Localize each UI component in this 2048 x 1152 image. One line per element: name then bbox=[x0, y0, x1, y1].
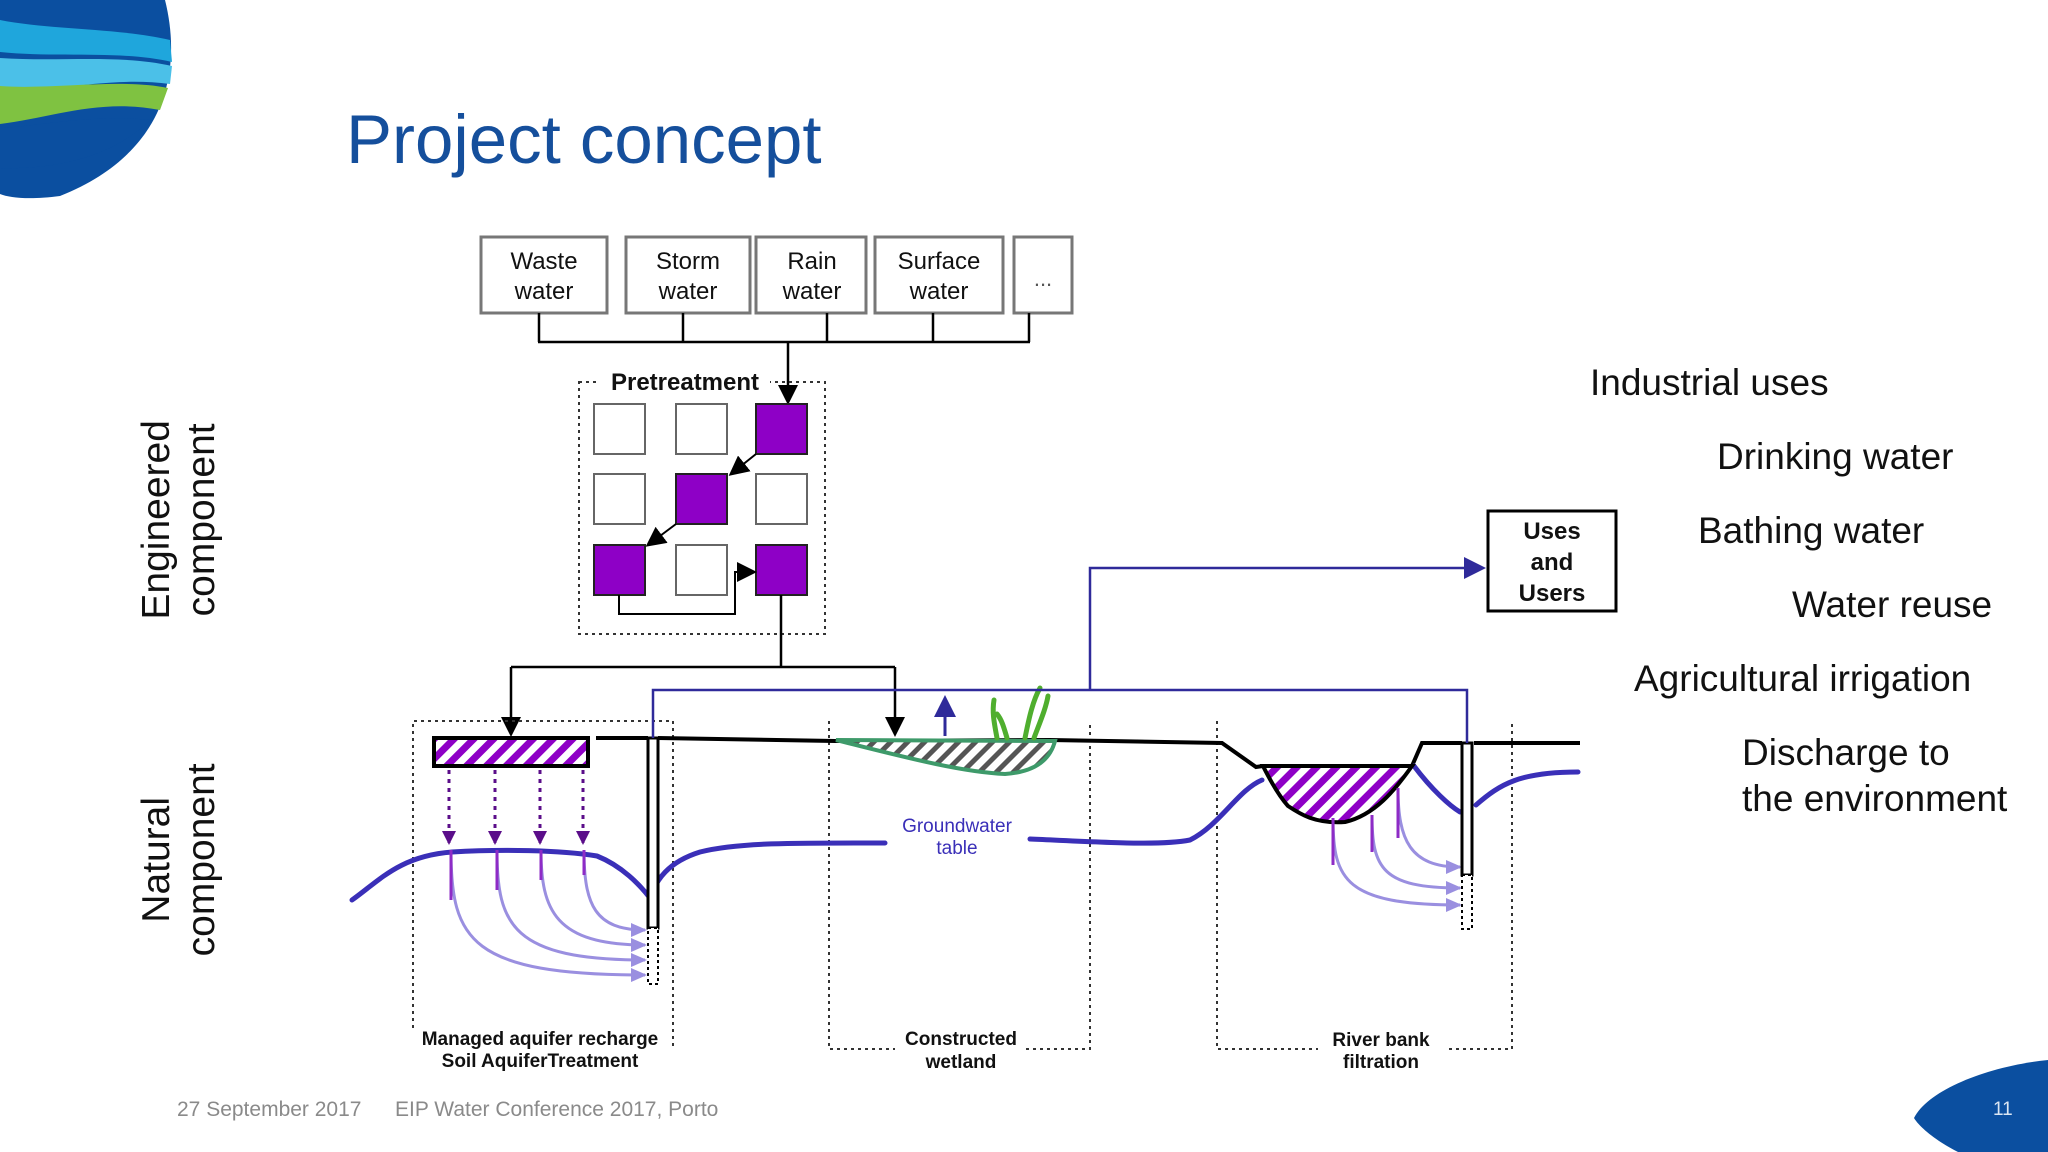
uses-box-label: Uses bbox=[1523, 518, 1580, 545]
caption-riverbank-line2: filtration bbox=[1343, 1052, 1419, 1073]
uses-and-users-box: Uses and Users bbox=[1486, 509, 1618, 613]
use-reuse: Water reuse bbox=[1792, 584, 1993, 625]
source-label: water bbox=[909, 278, 969, 305]
constructed-wetland bbox=[835, 685, 1058, 777]
page-title: Project concept bbox=[346, 101, 822, 178]
use-industrial: Industrial uses bbox=[1590, 362, 1829, 403]
source-label: water bbox=[514, 278, 574, 305]
source-label: Waste bbox=[510, 248, 577, 275]
source-label: ... bbox=[1034, 266, 1052, 291]
source-label: water bbox=[782, 278, 842, 305]
river-bank-basin bbox=[1259, 764, 1416, 825]
source-label: Surface bbox=[898, 248, 981, 275]
pretreatment-label: Pretreatment bbox=[611, 369, 759, 396]
caption-riverbank: River bank filtration bbox=[1318, 1030, 1448, 1073]
corner-swoosh-icon bbox=[1914, 1060, 2048, 1152]
caption-wetland-line2: wetland bbox=[925, 1052, 997, 1073]
mar-infiltration-basin bbox=[432, 736, 590, 845]
groundwater-label: Groundwater bbox=[902, 816, 1013, 837]
caption-riverbank-line1: River bank bbox=[1332, 1030, 1430, 1051]
uses-box-label: and bbox=[1531, 549, 1574, 576]
source-box-storm-water: Storm water bbox=[624, 235, 752, 315]
source-box-rain-water: Rain water bbox=[754, 235, 868, 315]
use-discharge-line2: the environment bbox=[1742, 778, 2008, 820]
groundwater-label: table bbox=[936, 838, 977, 859]
mar-extraction-well bbox=[646, 736, 660, 985]
uses-box-label: Users bbox=[1519, 580, 1586, 607]
mar-recovery-flows bbox=[449, 849, 647, 982]
source-box-more: ... bbox=[1012, 235, 1074, 315]
footer-date: 27 September 2017 bbox=[177, 1098, 362, 1121]
system-frames bbox=[412, 720, 1513, 1050]
source-label: Storm bbox=[656, 248, 720, 275]
footer-event: EIP Water Conference 2017, Porto bbox=[395, 1098, 719, 1121]
groundwater-table bbox=[349, 763, 1581, 904]
pretreatment-box: Pretreatment bbox=[578, 369, 826, 635]
use-discharge: Discharge to the environment bbox=[1742, 730, 2007, 823]
source-label: Rain bbox=[787, 248, 836, 275]
river-bank-flows bbox=[1331, 787, 1462, 912]
caption-wetland-line1: Constructed bbox=[905, 1029, 1017, 1050]
logo-swoosh-icon bbox=[0, 0, 172, 199]
recovered-water-lines bbox=[651, 557, 1486, 743]
source-box-waste-water: Waste water bbox=[479, 235, 609, 315]
caption-wetland: Constructed wetland bbox=[895, 1029, 1025, 1073]
distribution-lines bbox=[501, 595, 905, 737]
source-collector-lines bbox=[537, 313, 1031, 405]
source-label: water bbox=[658, 278, 718, 305]
use-discharge-line1: Discharge to bbox=[1742, 732, 1950, 773]
ground-surface bbox=[596, 736, 1580, 770]
use-irrigation: Agricultural irrigation bbox=[1634, 658, 1972, 699]
caption-mar-line2: Soil AquiferTreatment bbox=[442, 1051, 639, 1072]
use-bathing: Bathing water bbox=[1698, 510, 1925, 551]
caption-mar: Managed aquifer recharge Soil AquiferTre… bbox=[422, 1029, 659, 1072]
use-drinking: Drinking water bbox=[1717, 436, 1954, 477]
river-bank-well bbox=[1460, 741, 1474, 930]
source-box-surface-water: Surface water bbox=[873, 235, 1005, 315]
page-number: 11 bbox=[1993, 1099, 2013, 1120]
caption-mar-line1: Managed aquifer recharge bbox=[422, 1029, 659, 1050]
